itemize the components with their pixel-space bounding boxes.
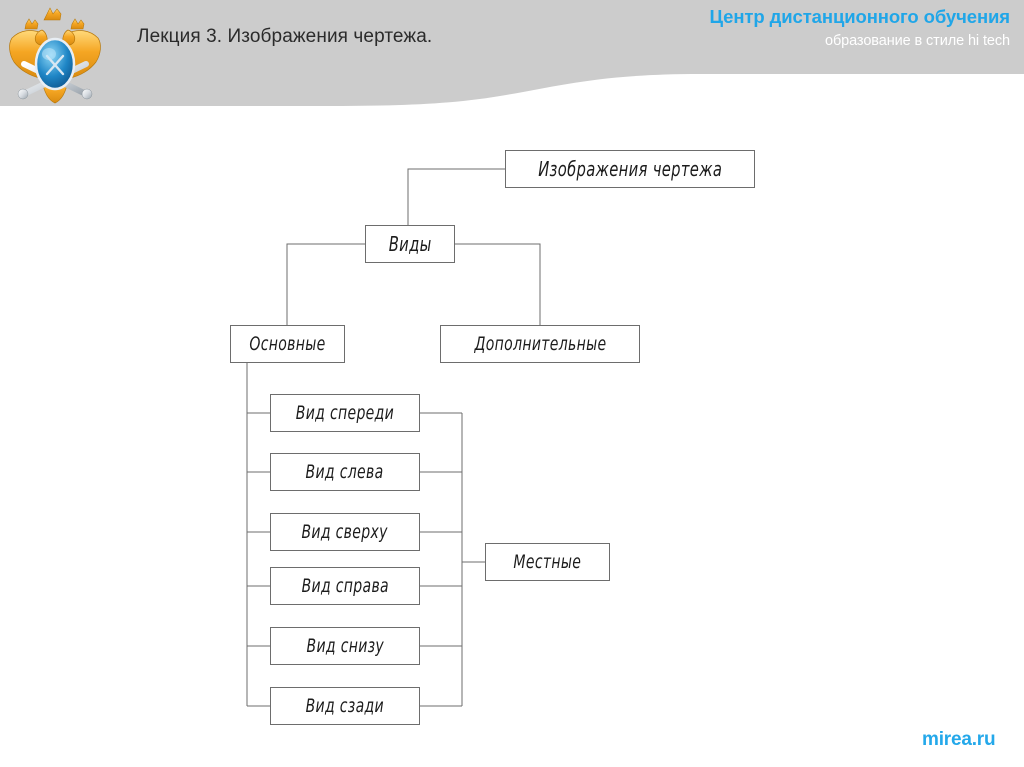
connector-views-main [286,243,365,325]
node-main-views-label: Основные [249,332,326,355]
node-view-top-label: Вид сверху [301,520,389,543]
node-view-bottom-label: Вид снизу [306,634,384,657]
node-view-rear: Вид сзади [270,687,420,725]
site-url-label[interactable]: mirea.ru [922,729,996,750]
node-main-views: Основные [230,325,345,363]
node-view-bottom: Вид снизу [270,627,420,665]
node-view-front: Вид спереди [270,394,420,432]
center-tagline: образование в стиле hi tech [825,33,1010,49]
node-view-top: Вид сверху [270,513,420,551]
node-views: Виды [365,225,455,263]
node-root-label: Изображения чертежа [537,157,722,181]
connector-lines [246,168,541,707]
page-title: Лекция 3. Изображения чертежа. [137,26,433,47]
connector-views-additional [455,243,541,325]
node-root: Изображения чертежа [505,150,755,188]
node-view-front-label: Вид спереди [295,401,395,424]
node-local-views: Местные [485,543,610,581]
center-name-title: Центр дистанционного обучения [709,6,1011,27]
connector-root-views [407,168,505,225]
node-local-views-label: Местные [513,550,582,573]
double-headed-eagle-emblem [6,2,104,106]
node-additional-views-label: Дополнительные [474,332,606,355]
node-view-left: Вид слева [270,453,420,491]
node-views-label: Виды [388,232,432,256]
node-view-left-label: Вид слева [306,460,384,483]
node-view-rear-label: Вид сзади [305,694,385,717]
node-view-right-label: Вид справа [301,574,389,597]
node-additional-views: Дополнительные [440,325,640,363]
node-view-right: Вид справа [270,567,420,605]
